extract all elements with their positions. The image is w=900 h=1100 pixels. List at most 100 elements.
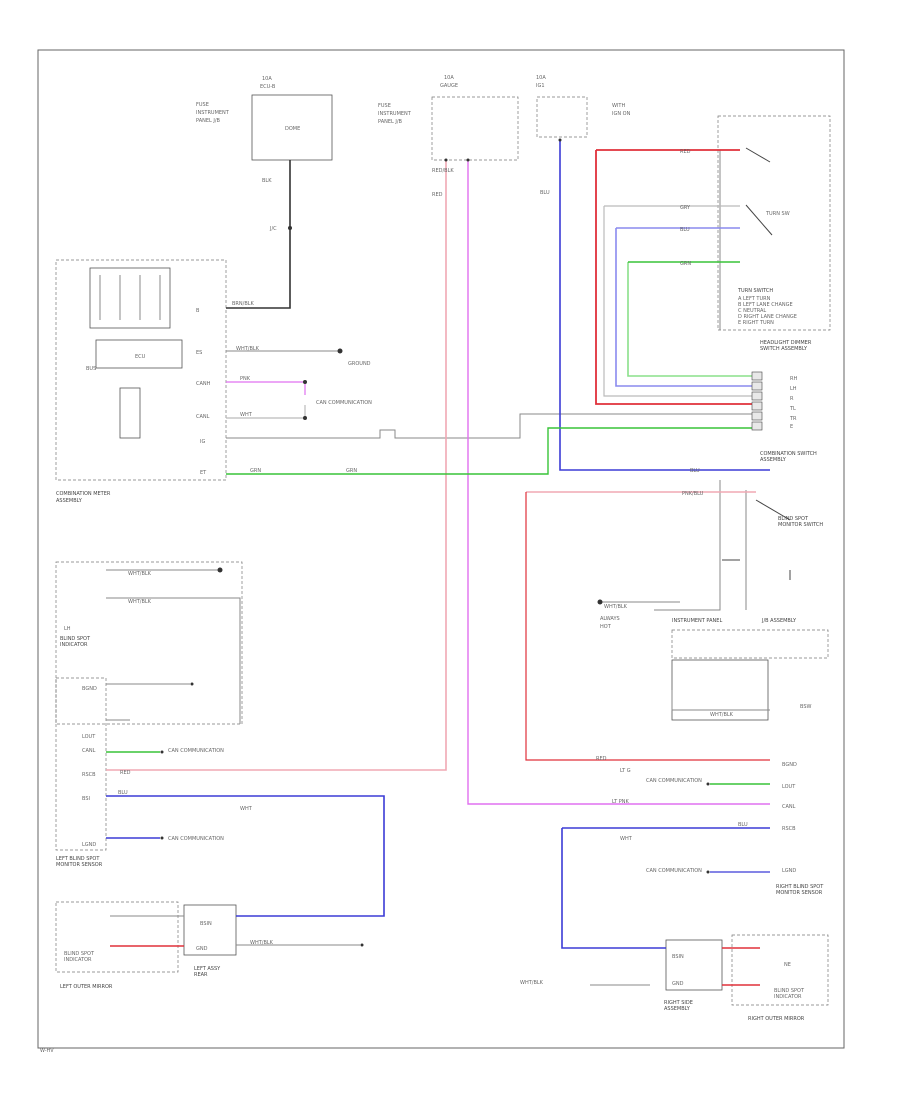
svg-text:E: E [790,424,793,430]
svg-text:BGND: BGND [82,686,97,692]
wire-red-bsm [525,492,770,761]
combination-switch-label-2: ASSEMBLY [760,457,787,463]
svg-text:PNK/BLU: PNK/BLU [682,491,704,497]
svg-text:R: R [790,396,794,402]
right-outer-mirror: NE BLIND SPOT INDICATOR RIGHT OUTER MIRR… [731,934,829,1022]
svg-text:C NEUTRAL: C NEUTRAL [738,308,766,314]
svg-text:INSTRUMENT: INSTRUMENT [196,110,230,116]
combination-meter-label-2: ASSEMBLY [56,498,83,504]
svg-text:INSTRUMENT: INSTRUMENT [378,111,412,117]
svg-text:BUS: BUS [86,366,96,372]
wire-gray-3 [654,480,721,611]
svg-text:GRY: GRY [680,205,691,211]
svg-text:PANEL J/B: PANEL J/B [196,118,221,124]
instrument-panel-label-2: J/B ASSEMBLY [761,618,797,624]
left-assy-label-2: REAR [194,972,208,978]
svg-text:BSIN: BSIN [672,954,684,960]
svg-text:ET: ET [200,470,207,476]
svg-text:TL: TL [789,406,796,412]
svg-text:RH: RH [790,376,797,382]
svg-text:GRN: GRN [250,468,261,474]
svg-text:BLU: BLU [540,190,550,196]
diagram-frame [37,49,845,1049]
svg-text:BSI: BSI [82,796,90,802]
wire-magenta-canh [226,381,306,395]
left-assy-label: LEFT ASSY [194,966,221,972]
svg-text:WHT/BLK: WHT/BLK [236,346,260,352]
svg-text:TURN SW: TURN SW [765,211,790,217]
svg-text:A LEFT TURN: A LEFT TURN [738,296,771,302]
svg-text:LT G: LT G [620,768,631,774]
svg-text:WHT/BLK: WHT/BLK [128,571,152,577]
svg-text:ECU-B: ECU-B [260,84,276,90]
svg-text:INDICATOR: INDICATOR [64,957,92,963]
right-blind-spot-sensor: BGND LOUT CANL RSCB LGND RIGHT BLIND SPO… [776,762,824,896]
indicator-label: BLIND SPOT [60,636,91,642]
instrument-panel-label: INSTRUMENT PANEL [672,618,722,624]
fuse-box-2: 10A GAUGE FUSE INSTRUMENT PANEL J/B [378,75,519,161]
left-outer-mirror: BLIND SPOT INDICATOR LEFT OUTER MIRROR [55,901,179,990]
fuse-box-3: 10A IG1 WITH IGN ON [536,75,631,138]
svg-text:BGND: BGND [782,762,797,768]
svg-text:BLU: BLU [738,822,748,828]
wire-gray-1 [226,413,760,439]
svg-text:RED: RED [596,756,607,762]
right-mirror-label: RIGHT OUTER MIRROR [748,1016,805,1022]
right-sensor-label: RIGHT BLIND SPOT [776,884,824,890]
left-assy: BSIN GND LEFT ASSY REAR [183,904,237,978]
svg-text:ES: ES [196,350,202,356]
svg-text:LT PNK: LT PNK [612,799,629,805]
svg-text:J/C: J/C [269,226,277,232]
svg-text:GAUGE: GAUGE [440,83,458,89]
svg-text:LH: LH [64,626,71,632]
headlight-dimmer-label: HEADLIGHT DIMMER [760,340,812,346]
svg-text:BLIND SPOT: BLIND SPOT [64,951,95,957]
wire-lightgreen-dimmer [627,262,760,377]
svg-text:CANL: CANL [82,748,96,754]
svg-text:RSCB: RSCB [82,772,96,778]
svg-text:IG: IG [200,439,205,445]
svg-text:HOT: HOT [600,624,612,630]
svg-text:WHT/BLK: WHT/BLK [250,940,274,946]
svg-text:CAN COMMUNICATION: CAN COMMUNICATION [646,778,702,784]
svg-text:GROUND: GROUND [348,361,371,367]
svg-text:WITH: WITH [612,103,625,109]
svg-text:CANH: CANH [196,381,211,387]
svg-text:RED: RED [680,149,691,155]
turn-switch-label: TURN SWITCH [737,288,773,294]
svg-text:BLIND SPOT: BLIND SPOT [774,988,805,994]
svg-text:CANL: CANL [196,414,210,420]
wire-gray-canl [226,405,306,419]
wire-green-et [226,427,760,475]
right-side-label-2: ASSEMBLY [664,1006,691,1012]
headlight-dimmer-label-2: SWITCH ASSEMBLY [760,346,808,352]
blind-spot-indicator: LH BLIND SPOT INDICATOR [55,561,243,725]
svg-text:RED/BLK: RED/BLK [432,168,454,174]
blind-spot-monitor-switch: BLIND SPOT MONITOR SWITCH [722,499,823,580]
wire-gray-9 [106,597,241,724]
svg-text:WHT: WHT [240,412,253,418]
left-sensor-label-2: MONITOR SENSOR [56,862,103,868]
svg-text:PNK: PNK [240,376,251,382]
combination-switch-pins [751,371,763,431]
left-blind-spot-sensor: BGND LOUT CANL RSCB BSI LGND LEFT BLIND … [55,677,107,868]
wire-blue-ig [559,140,770,471]
svg-text:WHT: WHT [240,806,253,812]
bsm-switch-label: BLIND SPOT [778,516,809,522]
left-mirror-label: LEFT OUTER MIRROR [60,984,113,990]
svg-text:10A: 10A [536,75,546,81]
svg-text:LH: LH [790,386,797,392]
combination-meter-label: COMBINATION METER [56,491,111,497]
svg-text:CANL: CANL [782,804,796,810]
svg-text:GRN: GRN [680,261,691,267]
svg-text:RED: RED [120,770,131,776]
svg-text:DOME: DOME [285,126,300,132]
svg-text:B: B [196,308,200,314]
svg-text:BSW: BSW [800,704,812,710]
svg-text:BLU: BLU [118,790,128,796]
svg-text:WHT/BLK: WHT/BLK [520,980,544,986]
wire-magenta-right [467,160,770,805]
svg-text:BLU: BLU [680,227,690,233]
svg-text:PANEL J/B: PANEL J/B [378,119,403,125]
